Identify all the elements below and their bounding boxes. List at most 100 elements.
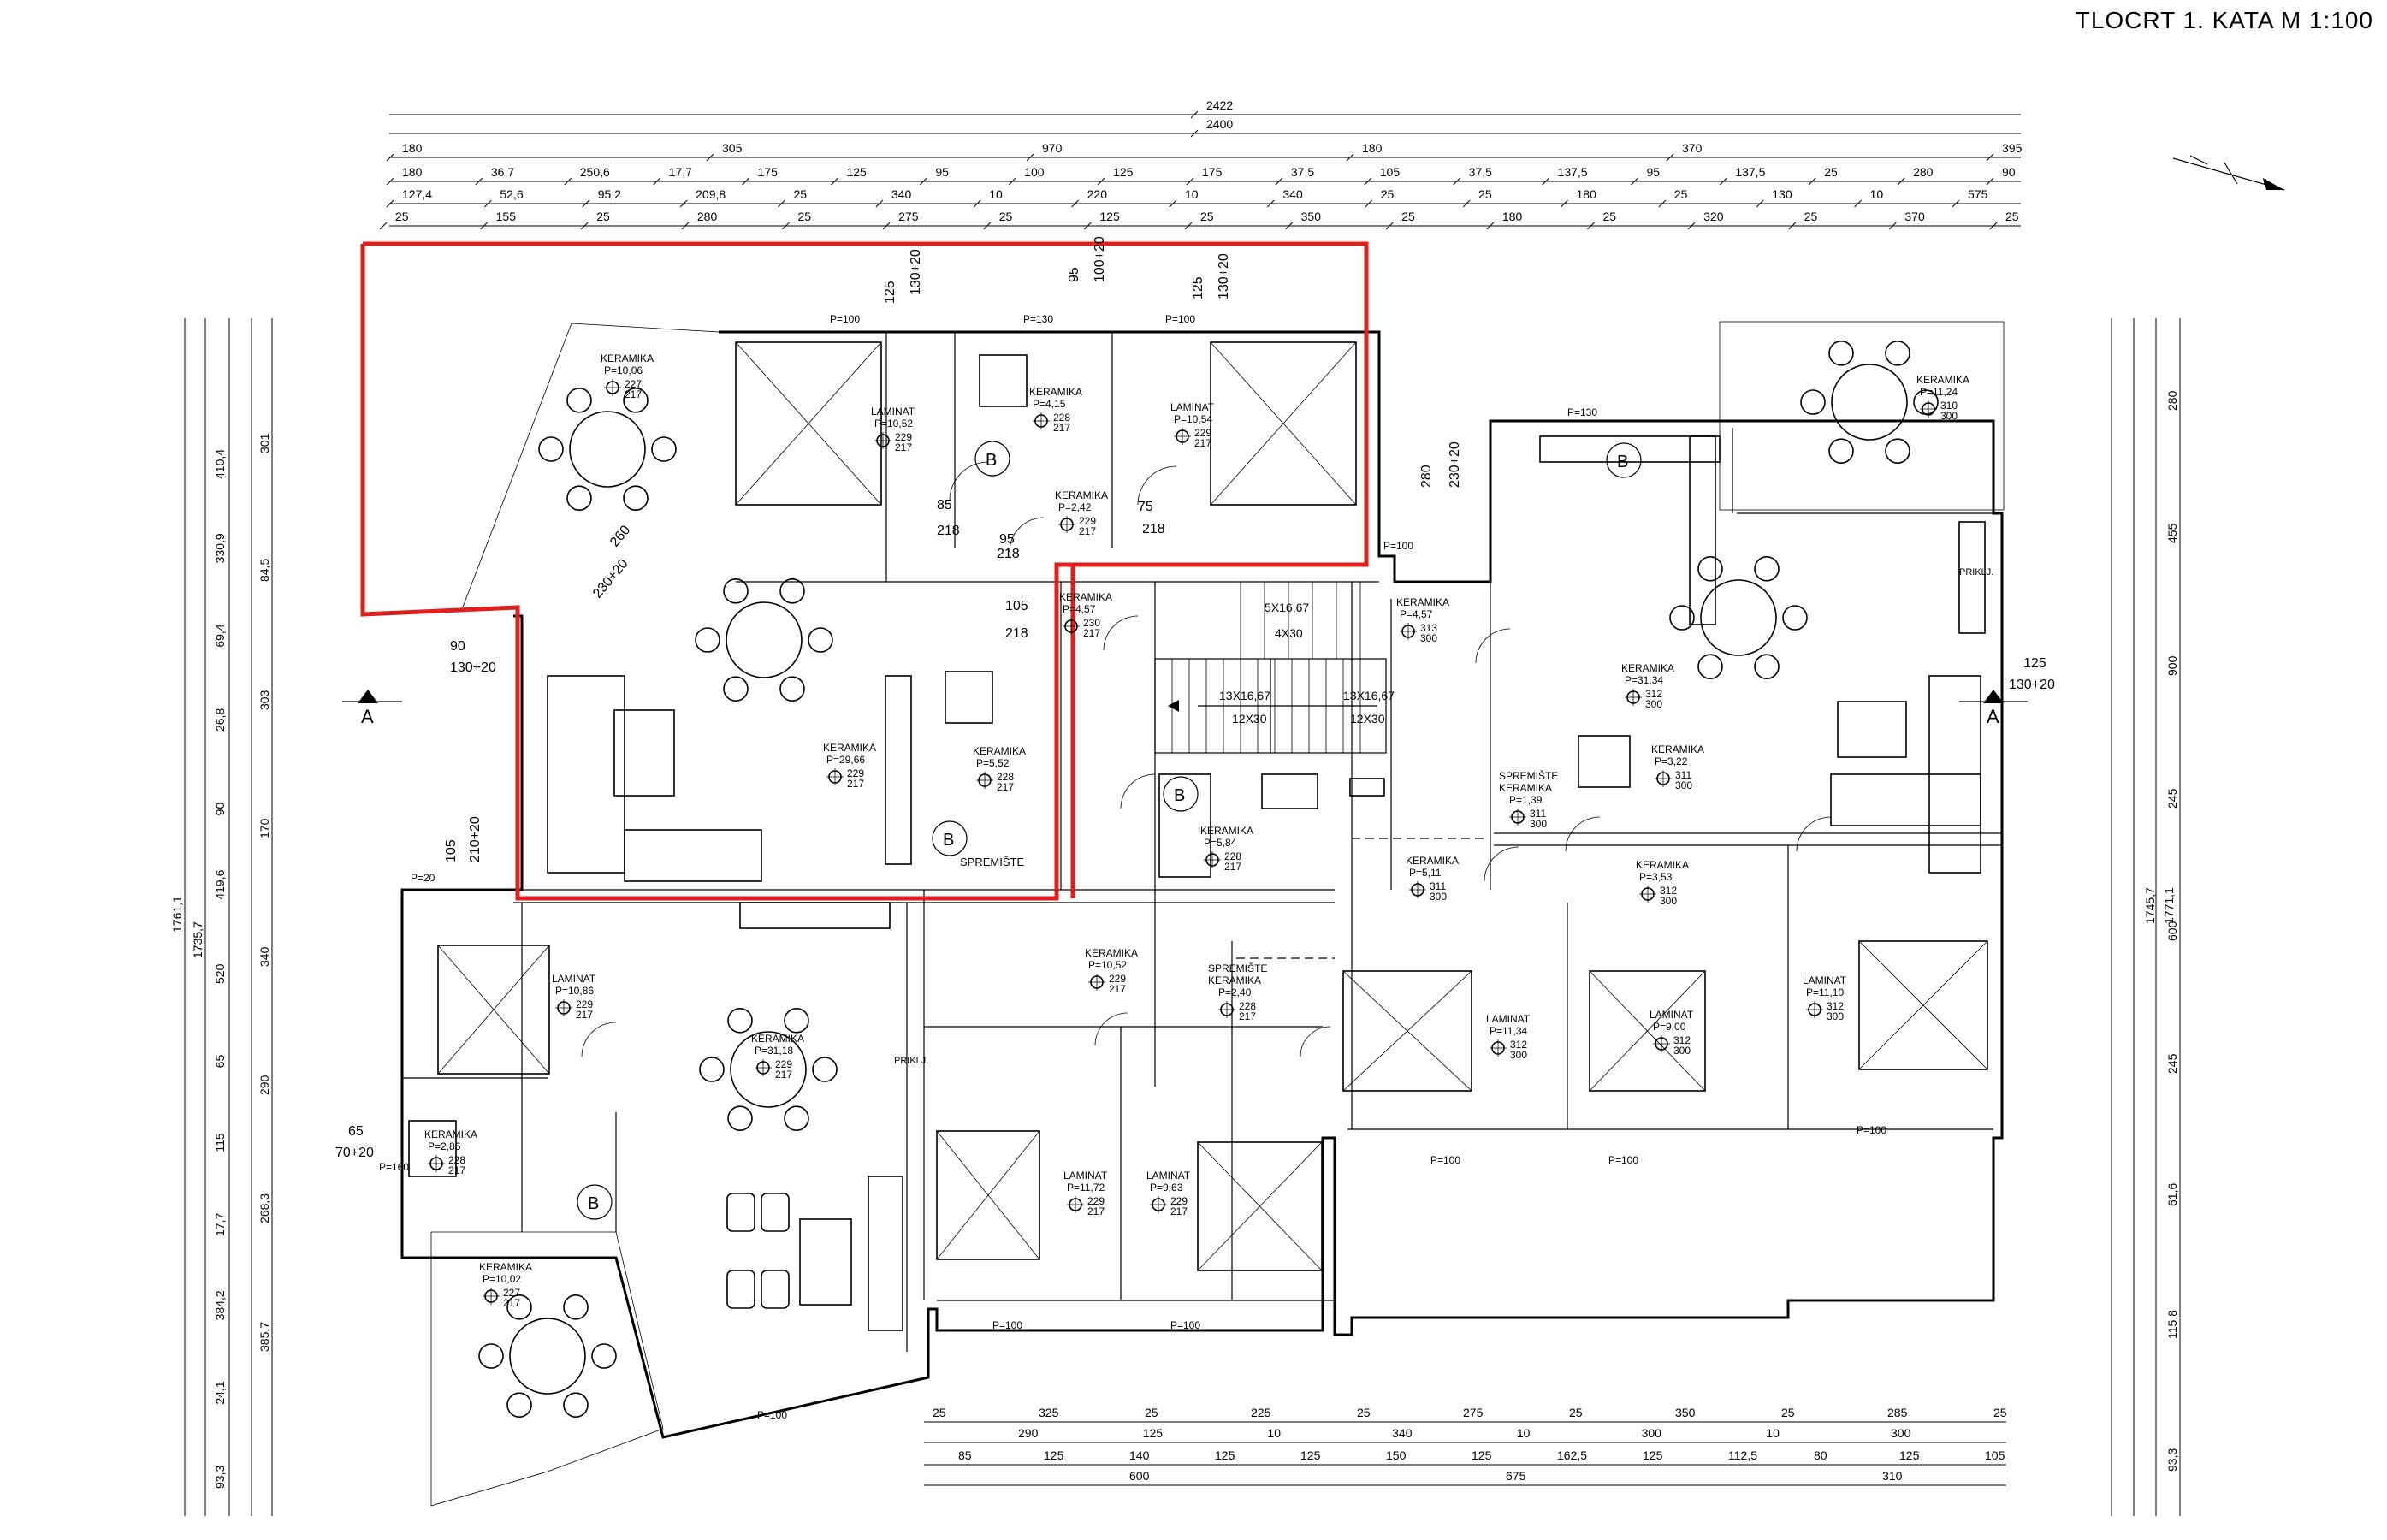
room-name: KERAMIKA (1029, 386, 1082, 398)
right-dim-value: 600 (2165, 921, 2179, 941)
room-level-top: 311 (1530, 808, 1546, 820)
room-level-top: 228 (1224, 850, 1241, 862)
top-dim-value: 395 (2002, 141, 2023, 155)
svg-text:A: A (1987, 706, 1999, 727)
svg-text:B: B (1174, 786, 1185, 805)
bottom-dim-value: 125 (1472, 1448, 1492, 1462)
bottom-dim-value: 25 (1993, 1406, 2007, 1419)
top-dim-value: 180 (402, 165, 423, 179)
boiler-icon: B B B B B (577, 441, 1642, 1220)
right-dim-value: 1745,7 (2143, 887, 2157, 924)
stair-mid-label: 13X16,67 (1219, 689, 1270, 702)
svg-text:B: B (588, 1194, 599, 1213)
room-area: P=5,52 (976, 757, 1010, 769)
opening-dimension: 105 (1005, 599, 1028, 613)
room-area: P=10,06 (604, 364, 643, 376)
bottom-dim-value: 300 (1891, 1426, 1911, 1440)
room-area: P=29,66 (826, 754, 865, 766)
room-area: P=11,10 (1806, 986, 1844, 998)
top-dim-value: 320 (1703, 210, 1724, 223)
room-level-top: 229 (847, 767, 864, 779)
room-area: P=31,18 (755, 1045, 793, 1057)
room-level-bottom: 217 (1083, 627, 1100, 639)
right-dim-value: 900 (2165, 655, 2179, 676)
stair-mid-label-b: 12X30 (1232, 712, 1267, 726)
top-dim-value: 305 (722, 141, 743, 155)
room-level-bottom: 217 (1194, 437, 1211, 449)
room-level-top: 229 (1170, 1195, 1188, 1207)
room-name: KERAMIKA (1200, 825, 1253, 837)
top-dim-value: 36,7 (491, 165, 514, 179)
opening-tag: P=130 (1023, 313, 1053, 325)
top-dim-value: 127,4 (402, 187, 432, 201)
room-level-top: 228 (997, 771, 1014, 783)
top-dim-value: 575 (1968, 187, 1988, 201)
sheet-title: TLOCRT 1. KATA M 1:100 (2075, 7, 2373, 33)
left-dim-value: 17,7 (213, 1213, 227, 1236)
top-dim-value: 280 (1913, 165, 1934, 179)
room-level-top: 228 (1053, 412, 1070, 424)
room-level-top: 229 (1079, 515, 1096, 527)
room-level-bottom: 217 (895, 441, 912, 453)
room-level-bottom: 300 (1660, 895, 1677, 907)
room-name: LAMINAT (871, 406, 915, 418)
bottom-dim-value: 125 (1899, 1448, 1920, 1462)
top-dim-value: 137,5 (1735, 165, 1765, 179)
room-level-bottom: 300 (1940, 410, 1958, 422)
bottom-dim-value: 25 (933, 1406, 946, 1419)
room-level-top: 229 (1087, 1195, 1105, 1207)
room-level-top: 310 (1940, 400, 1958, 412)
room-name-line1: SPREMIŠTE (1208, 962, 1267, 974)
room-level-top: 311 (1675, 769, 1691, 781)
room-level-bottom: 217 (1087, 1205, 1105, 1217)
room-area: P=9,00 (1653, 1021, 1686, 1033)
left-dim-value: 410,4 (213, 449, 227, 479)
room-area: P=3,22 (1655, 755, 1688, 767)
room-level-top: 312 (1645, 688, 1662, 700)
opening-dimension: 85 (937, 498, 952, 512)
room-level-bottom: 300 (1530, 818, 1547, 830)
room-name: KERAMIKA (1651, 743, 1704, 755)
opening-dimension: 280 (1419, 465, 1434, 488)
section-mark-right: A (1959, 690, 2028, 727)
room-level-top: 312 (1673, 1034, 1691, 1046)
north-arrow-icon (2172, 155, 2285, 191)
room-name: KERAMIKA (1636, 859, 1689, 871)
top-dim-value: 25 (1401, 210, 1415, 223)
room-area: P=11,72 (1067, 1182, 1105, 1194)
room-area: P=4,57 (1063, 603, 1096, 615)
room-level-bottom: 300 (1645, 698, 1662, 710)
bottom-dim-value: 10 (1766, 1426, 1780, 1440)
top-dim-value: 340 (1282, 187, 1303, 201)
svg-text:B: B (943, 831, 954, 850)
left-dimension-chain (184, 318, 273, 1516)
room-level-top: 228 (448, 1154, 465, 1166)
room-area: P=10,52 (874, 418, 913, 429)
top-dim-value: 180 (1502, 210, 1523, 223)
bottom-dim-value: 150 (1386, 1448, 1407, 1462)
opening-tag: P=100 (1430, 1154, 1460, 1166)
room-level-top: 229 (1109, 973, 1126, 985)
left-dim-value: 303 (258, 690, 271, 710)
top-dim-value: 25 (1381, 187, 1395, 201)
top-dim-value: 125 (846, 165, 867, 179)
opening-tag: P=100 (757, 1409, 787, 1421)
opening-tag: P=20 (411, 872, 435, 884)
opening-dimension: 75 (1138, 500, 1153, 514)
prikljucak-label-1: PRIKLJ. (1959, 567, 1993, 578)
top-dim-value: 370 (1682, 141, 1703, 155)
room-name: LAMINAT (1063, 1170, 1108, 1182)
bottom-dim-value: 85 (958, 1448, 972, 1462)
bottom-dim-value: 285 (1887, 1406, 1908, 1419)
opening-dimension: 218 (1005, 626, 1028, 641)
room-name: KERAMIKA (1621, 662, 1674, 674)
highlighted-unit-outline (360, 241, 1369, 901)
